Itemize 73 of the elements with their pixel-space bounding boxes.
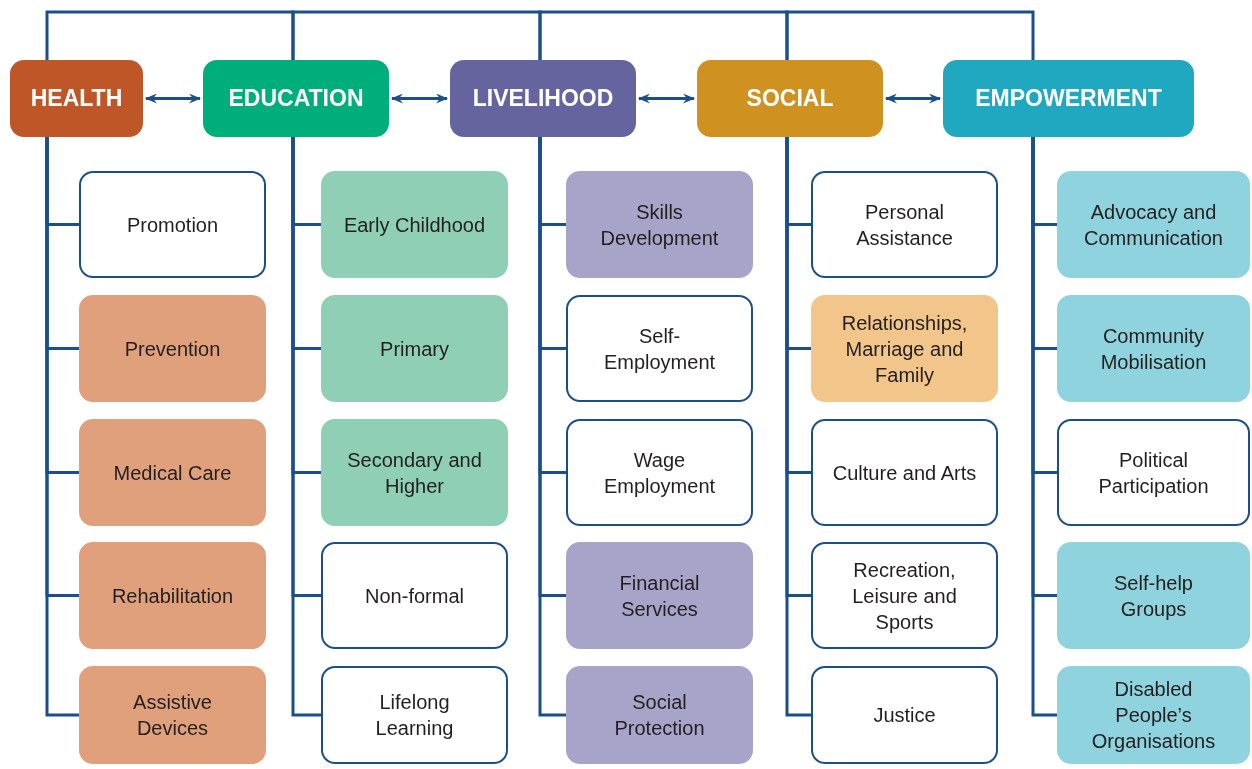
component-label: Skills Development [599, 199, 720, 251]
component-box [811, 542, 998, 649]
component-label: Promotion [126, 212, 219, 238]
connector-line [45, 10, 295, 60]
component-box [321, 419, 508, 526]
connector-line [291, 137, 321, 717]
component-box [811, 666, 998, 764]
component-box [321, 295, 508, 402]
component-label: Self-help Groups [1113, 570, 1194, 622]
component-label: Medical Care [113, 460, 232, 486]
header-text: EDUCATION [228, 85, 364, 112]
component-box [321, 666, 508, 764]
component-label: Culture and Arts [832, 460, 977, 486]
component-label: Wage Employment [602, 447, 717, 499]
category-header [943, 60, 1194, 137]
component-label: Prevention [124, 336, 221, 362]
header-text: LIVELIHOOD [472, 85, 614, 112]
component-box [811, 171, 998, 278]
component-label: Political Participation [1097, 447, 1210, 499]
component-box [811, 295, 998, 402]
category-header [203, 60, 389, 137]
double-arrow [885, 93, 941, 104]
component-label: Relationships, Marriage and Family [840, 310, 969, 388]
header-text: EMPOWERMENT [975, 85, 1162, 112]
component-label: Self-Employment [602, 323, 717, 375]
connector-line [785, 10, 1035, 60]
component-label: Primary [380, 336, 449, 362]
component-label: Non-formal [365, 583, 464, 609]
component-label: Recreation, Leisure and Sports [851, 557, 958, 635]
component-box [321, 542, 508, 649]
component-box [566, 171, 753, 278]
component-label: Personal Assistance [855, 199, 954, 251]
component-label: Social Protection [613, 690, 706, 741]
component-box [79, 171, 266, 278]
component-box [1057, 666, 1250, 764]
component-box [566, 666, 753, 764]
component-label: Early Childhood [343, 212, 486, 238]
category-header [697, 60, 883, 137]
component-label: Justice [873, 703, 936, 728]
component-box [321, 171, 508, 278]
component-label: Secondary and Higher [346, 447, 483, 499]
component-label: Advocacy and Communication [1083, 199, 1224, 251]
component-label: Assistive Devices [132, 690, 213, 741]
component-label: Disabled People’s Organisations [1090, 677, 1217, 754]
component-box [1057, 171, 1250, 278]
component-label: Community Mobilisation [1099, 323, 1208, 375]
component-box [566, 542, 753, 649]
double-arrow [638, 93, 695, 104]
component-box [79, 419, 266, 526]
double-arrow [145, 93, 201, 104]
component-box [1057, 419, 1250, 526]
component-box [566, 419, 753, 526]
connector-line [291, 10, 542, 60]
connector-line [538, 10, 789, 60]
category-header [450, 60, 636, 137]
component-label: Financial Services [618, 570, 701, 622]
component-box [79, 666, 266, 764]
connector-line [785, 137, 811, 717]
connector-line [1031, 137, 1057, 717]
component-box [1057, 295, 1250, 402]
component-box [79, 295, 266, 402]
double-arrow [391, 93, 448, 104]
connector-line [45, 137, 79, 717]
category-header [10, 60, 143, 137]
connector-line [538, 137, 566, 717]
header-text: HEALTH [30, 85, 123, 112]
component-label: Lifelong Learning [374, 690, 455, 741]
component-box [1057, 542, 1250, 649]
component-box [566, 295, 753, 402]
header-text: SOCIAL [746, 85, 834, 112]
component-box [79, 542, 266, 649]
component-label: Rehabilitation [111, 583, 234, 609]
component-box [811, 419, 998, 526]
